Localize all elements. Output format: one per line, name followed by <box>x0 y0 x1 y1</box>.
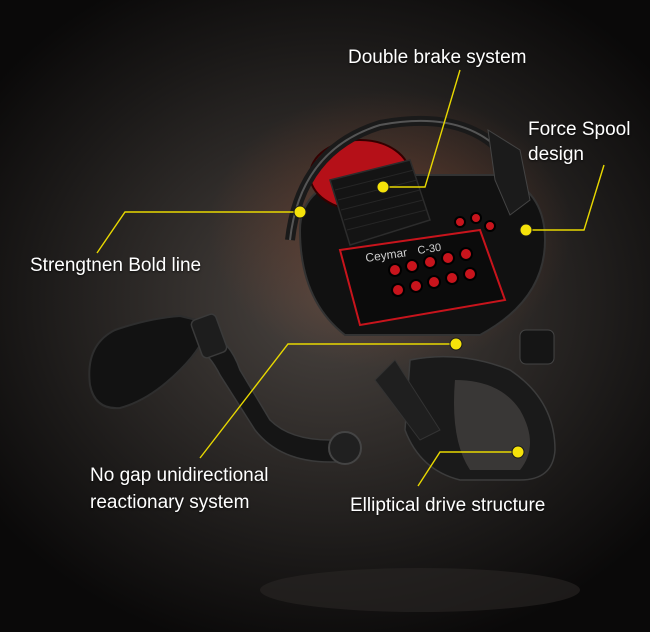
housing-highlight <box>454 380 530 470</box>
callout-double-brake: Double brake system <box>348 47 527 68</box>
callout-bold-line: Strengtnen Bold line <box>30 255 202 276</box>
callout-dot-nogap <box>449 337 463 351</box>
bail-wire-highlight <box>289 119 501 241</box>
callout-line-bold <box>96 211 300 254</box>
callout-dot-force <box>519 223 533 237</box>
callout-line-nogap <box>199 343 456 459</box>
callout-dots <box>293 180 533 459</box>
handle-knob <box>88 314 207 410</box>
callout-dot-bold <box>293 205 307 219</box>
callout-line-brake <box>383 69 461 188</box>
handle-hub <box>328 431 362 465</box>
callout-force-spool-design: design <box>528 144 584 165</box>
floor-reflection <box>260 568 580 612</box>
rotor-holes <box>388 212 496 297</box>
handle-connector <box>190 313 228 359</box>
callout-line-elliptical <box>417 451 518 487</box>
callout-reactionary-system: reactionary system <box>90 492 250 513</box>
callout-dot-elliptical <box>511 445 525 459</box>
callout-force-spool: Force Spool <box>528 119 631 140</box>
callout-lines <box>96 69 605 487</box>
brand-name: Ceymar <box>364 245 408 265</box>
callout-elliptical-drive: Elliptical drive structure <box>350 495 546 516</box>
callout-dot-brake <box>376 180 390 194</box>
stopper-knob <box>519 329 555 365</box>
foot-stem <box>374 359 441 441</box>
callout-no-gap: No gap unidirectional <box>90 465 269 486</box>
spool-grooves <box>334 169 427 231</box>
model-name: C-30 <box>417 242 442 257</box>
spool-body <box>329 159 431 246</box>
callout-line-force <box>526 164 605 231</box>
line-roller <box>487 129 531 216</box>
